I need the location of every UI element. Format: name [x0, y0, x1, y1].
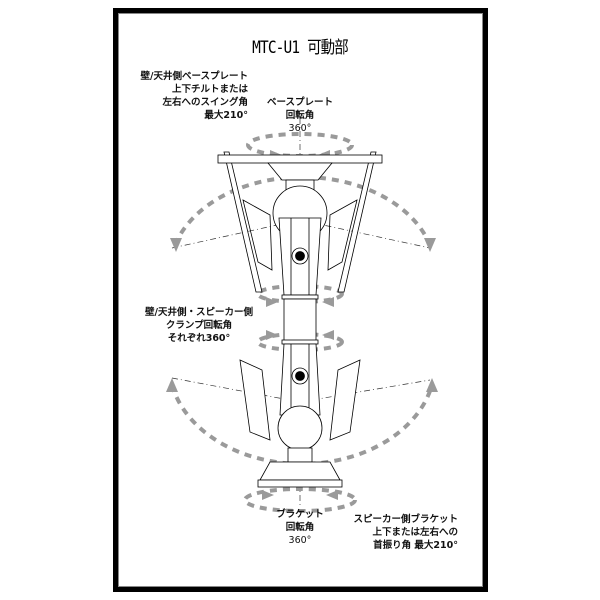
label-line: 360°	[288, 535, 312, 546]
upper-left-bracket	[223, 151, 263, 293]
base-plate	[217, 154, 383, 164]
bracket-rotation-arc	[243, 487, 357, 513]
label-line: 上下または左右への	[372, 527, 458, 538]
lower-left-bracket	[239, 359, 271, 441]
label-line: 壁/天井側・スピーカー側	[145, 307, 253, 318]
label-line: 左右へのスイング角	[162, 97, 248, 108]
label-speaker-bracket-swing: スピーカー側ブラケット 上下または左右への 首振り角 最大210°	[340, 513, 458, 552]
label-bracket-rotation: ブラケット 回転角 360°	[260, 508, 340, 547]
label-wall-base-tilt: 壁/天井側ベースプレート 上下チルトまたは 左右へのスイング角 最大210°	[118, 70, 249, 122]
label-line: ブラケット	[276, 509, 324, 520]
clamp	[281, 294, 319, 300]
label-line: ベースプレート	[266, 97, 334, 108]
upper-swing-arc	[173, 175, 432, 246]
label-base-rotation: ベースプレート 回転角 360°	[250, 96, 350, 135]
upper-right-bracket	[337, 151, 377, 293]
label-line: 首振り角 最大210°	[373, 540, 458, 551]
label-clamp-rotation: 壁/天井側・スピーカー側 クランプ回転角 それぞれ360°	[135, 306, 263, 345]
label-line: クランプ回転角	[165, 320, 233, 331]
label-line: 壁/天井側ベースプレート	[140, 71, 249, 82]
label-line: 上下チルトまたは	[171, 84, 248, 95]
mount-parts	[217, 151, 383, 488]
bracket-base	[259, 461, 341, 481]
label-line: 360°	[288, 123, 312, 134]
lower-right-bracket	[329, 359, 361, 441]
label-line: 回転角	[285, 522, 315, 533]
label-line: スピーカー側ブラケット	[353, 514, 458, 525]
label-line: それぞれ360°	[167, 333, 231, 344]
page-title: MTC-U1 可動部	[252, 38, 349, 58]
label-line: 最大210°	[204, 110, 248, 121]
label-line: 回転角	[285, 110, 315, 121]
lower-ball-joint	[277, 405, 323, 451]
